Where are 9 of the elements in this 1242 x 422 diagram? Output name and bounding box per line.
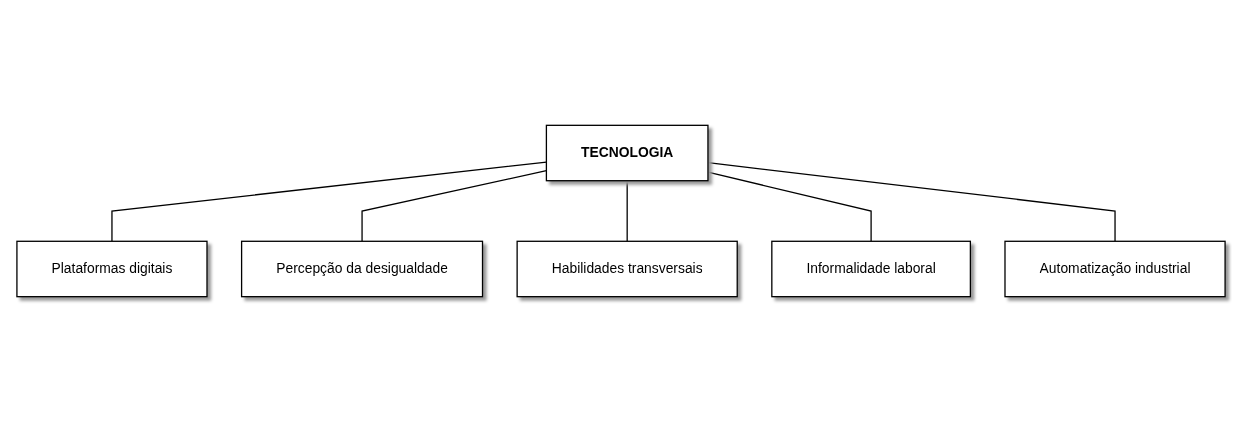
node-box: TECNOLOGIA <box>545 124 709 182</box>
node-box: Plataformas digitais <box>16 240 208 298</box>
connector <box>626 180 628 242</box>
node-box: Percepção da desigualdade <box>240 240 484 298</box>
connector <box>707 161 1116 242</box>
node-box: Automatização industrial <box>1004 240 1226 298</box>
node-box: Habilidades transversais <box>516 240 738 298</box>
node-box: Informalidade laboral <box>771 240 972 298</box>
connector <box>707 171 872 242</box>
